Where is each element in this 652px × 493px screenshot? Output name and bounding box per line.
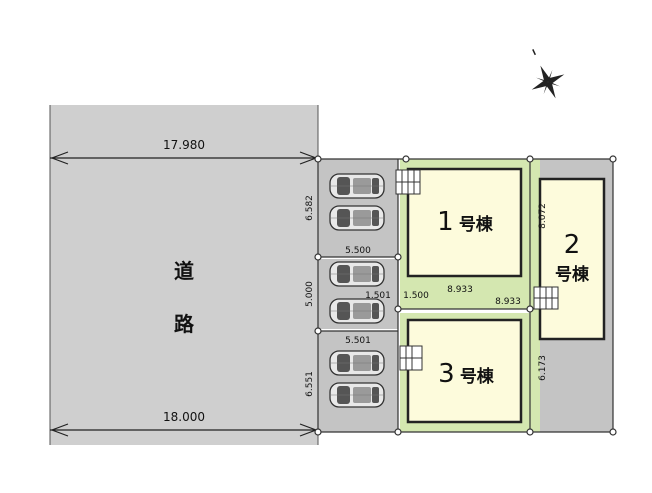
dim-small-b: 1.500 (403, 291, 429, 301)
dim-lot3-width: 8.933 (495, 297, 521, 307)
building-1-suffix: 号棟 (459, 214, 494, 235)
boundary-markers (314, 155, 617, 436)
dim-lot1-depth: 6.582 (305, 195, 315, 221)
road-label-char-2: 路 (174, 312, 195, 336)
building-3-number: 3 (438, 359, 455, 389)
building-3-entrance-steps (399, 345, 423, 371)
road-width-top-arrow-left (50, 151, 69, 165)
dim-lot2-depth-lower: 6.173 (538, 355, 548, 381)
road-width-bottom-arrow-left (50, 423, 69, 437)
svg-text:1 号棟: 1 号棟 (437, 207, 494, 237)
dim-lot2-depth: 8.072 (538, 203, 548, 229)
parked-car (329, 205, 385, 231)
road-width-top-label: 17.980 (163, 138, 205, 152)
dim-mid-depth: 5.000 (305, 281, 315, 307)
building-1-footprint (406, 167, 523, 278)
parking-strip-3 (318, 331, 398, 432)
building-3-suffix: 号棟 (460, 366, 495, 387)
building-1-entrance-steps (395, 169, 421, 195)
lot-boundary-outer (317, 158, 614, 433)
dim-lot3-depth: 6.551 (305, 371, 315, 397)
building-2-number: 2 (564, 230, 581, 260)
dim-lot1-parking-width: 5.500 (345, 246, 371, 256)
compass-north-icon (531, 49, 565, 99)
building-2-footprint (538, 177, 606, 341)
parked-car (329, 261, 385, 287)
road-width-bottom-label: 18.000 (163, 410, 205, 424)
dim-lot1-width: 8.933 (447, 285, 473, 295)
building-1-number: 1 (437, 207, 454, 237)
parked-car (329, 298, 385, 324)
building-2-suffix: 号棟 (555, 264, 590, 285)
dim-small-a: 1.501 (365, 291, 391, 301)
parked-car (329, 350, 385, 376)
parked-car (329, 382, 385, 408)
svg-text:3 号棟: 3 号棟 (438, 359, 495, 389)
building-3-footprint (406, 318, 523, 424)
parked-cars (329, 173, 385, 408)
building-2-entrance-steps (533, 286, 559, 310)
parked-car (329, 173, 385, 199)
road-area (50, 105, 318, 445)
dim-lot3-parking-width: 5.501 (345, 336, 371, 346)
road-label-char-1: 道 (174, 259, 194, 283)
